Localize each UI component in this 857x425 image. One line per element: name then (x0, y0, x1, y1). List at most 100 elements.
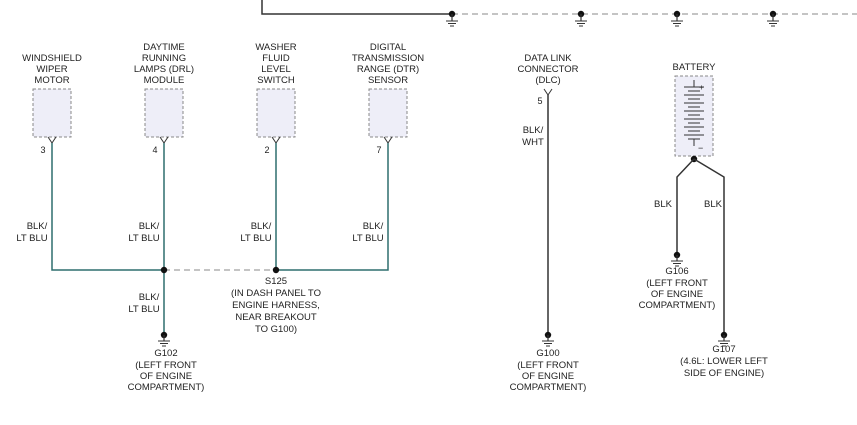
drl-label-3: LAMPS (DRL) (134, 64, 194, 75)
dlc-connector (543, 88, 553, 96)
windshield-wiper-motor: WINDSHIELD WIPER MOTOR 3 (22, 53, 82, 155)
wiper-wire-color-1: BLK/ (27, 221, 48, 232)
g102-label-2: (LEFT FRONT (135, 360, 197, 371)
drl-label-2: RUNNING (142, 53, 186, 64)
g107-label-3: SIDE OF ENGINE) (684, 368, 764, 379)
g106-label-3: OF ENGINE (651, 289, 703, 300)
s125-label-3: ENGINE HARNESS, (232, 300, 320, 311)
s125-label-1: S125 (265, 276, 287, 287)
washer-label-3: LEVEL (261, 64, 291, 75)
g106-label-1: G106 (665, 266, 688, 277)
dlc-label-3: (DLC) (535, 75, 560, 86)
top-solid-wire (261, 0, 452, 15)
g100-label-1: G100 (536, 348, 559, 359)
dtr-wire-color-1: BLK/ (363, 221, 384, 232)
washer-wire-color-1: BLK/ (251, 221, 272, 232)
dtr-label-2: TRANSMISSION (352, 53, 424, 64)
splice-dot-left (160, 266, 168, 274)
g106-ground-icon (671, 255, 683, 267)
top-splice-1 (446, 10, 458, 27)
battery-plus: + (699, 83, 704, 92)
drl-wire-color-1: BLK/ (139, 221, 160, 232)
g100-label-2: (LEFT FRONT (517, 360, 579, 371)
s125-label-2: (IN DASH PANEL TO (231, 288, 321, 299)
wire-wiper-to-bus (51, 143, 164, 271)
wiper-wire-color-2: LT BLU (16, 233, 47, 244)
g106-label-2: (LEFT FRONT (646, 278, 708, 289)
battery-cells-icon (684, 80, 704, 146)
s125-splice-label: S125 (IN DASH PANEL TO ENGINE HARNESS, N… (231, 276, 321, 335)
wiper-motor-label-1: WINDSHIELD (22, 53, 82, 64)
battery: BATTERY + − BLK BLK (654, 62, 725, 334)
drl-label-4: MODULE (144, 75, 185, 86)
top-splice-4 (767, 10, 779, 27)
washer-switch-box (256, 88, 296, 138)
dtr-label-4: SENSOR (368, 75, 408, 86)
washer-pin: 2 (264, 145, 269, 155)
drl-connector (159, 136, 169, 144)
washer-fluid-level-switch: WASHER FLUID LEVEL SWITCH 2 (255, 42, 296, 155)
wiper-motor-connector (47, 136, 57, 144)
washer-label-2: FLUID (262, 53, 290, 64)
top-splice-2 (575, 10, 587, 27)
g106-wire-color: BLK (654, 199, 673, 210)
wire-dtr-to-bus (276, 143, 389, 271)
g102-label-3: OF ENGINE (140, 371, 192, 382)
washer-connector (271, 136, 281, 144)
washer-label-1: WASHER (255, 42, 296, 53)
dtr-connector (383, 136, 393, 144)
washer-label-4: SWITCH (257, 75, 295, 86)
dlc-label-1: DATA LINK (524, 53, 572, 64)
wiper-motor-label-2: WIPER (36, 64, 67, 75)
g102-wire-color-1: BLK/ (139, 292, 160, 303)
g102-ground: G102 (LEFT FRONT OF ENGINE COMPARTMENT) (128, 331, 205, 393)
dlc-label-2: CONNECTOR (517, 64, 578, 75)
drl-label-1: DAYTIME (143, 42, 185, 53)
dlc-pin: 5 (537, 96, 542, 106)
wiper-motor-pin: 3 (40, 145, 45, 155)
dtr-wire-color-2: LT BLU (352, 233, 383, 244)
battery-label: BATTERY (673, 62, 717, 73)
g107-ground-icon (718, 335, 730, 347)
g100-ground-icon (542, 335, 554, 347)
top-wire-bus (261, 0, 857, 27)
g100-ground: G100 (LEFT FRONT OF ENGINE COMPARTMENT) (510, 331, 587, 393)
g107-wire-color: BLK (704, 199, 723, 210)
wire-color-labels: BLK/ LT BLU BLK/ LT BLU BLK/ LT BLU BLK/… (16, 221, 383, 315)
top-splice-3 (671, 10, 683, 27)
dlc-wire-color-2: WHT (522, 137, 544, 148)
g102-label-4: COMPARTMENT) (128, 382, 205, 393)
drl-pin: 4 (152, 145, 157, 155)
s125-ground-network (51, 143, 389, 334)
dtr-sensor: DIGITAL TRANSMISSION RANGE (DTR) SENSOR … (352, 42, 424, 155)
s125-label-4: NEAR BREAKOUT (235, 312, 316, 323)
g102-ground-icon (158, 335, 170, 347)
drl-module: DAYTIME RUNNING LAMPS (DRL) MODULE 4 (134, 42, 194, 155)
s125-splice-dot (272, 266, 280, 274)
battery-to-g106-wire (676, 158, 695, 254)
g107-label-1: G107 (712, 344, 735, 355)
washer-wire-color-2: LT BLU (240, 233, 271, 244)
battery-minus: − (698, 143, 703, 153)
battery-to-g107-wire (693, 158, 725, 334)
wiper-motor-label-3: MOTOR (34, 75, 69, 86)
g100-label-4: COMPARTMENT) (510, 382, 587, 393)
g102-label-1: G102 (154, 348, 177, 359)
wiper-motor-box (32, 88, 72, 138)
drl-module-box (144, 88, 184, 138)
s125-label-5: TO G100) (255, 324, 297, 335)
dtr-pin: 7 (376, 145, 381, 155)
g106-label-4: COMPARTMENT) (639, 300, 716, 311)
data-link-connector: DATA LINK CONNECTOR (DLC) 5 BLK/ WHT (517, 53, 579, 334)
dtr-label-3: RANGE (DTR) (357, 64, 419, 75)
g100-label-3: OF ENGINE (522, 371, 574, 382)
g107-ground: G107 (4.6L: LOWER LEFT SIDE OF ENGINE) (680, 331, 768, 379)
g107-label-2: (4.6L: LOWER LEFT (680, 356, 768, 367)
dlc-wire-color-1: BLK/ (523, 125, 544, 136)
g102-wire-color-2: LT BLU (128, 304, 159, 315)
dtr-sensor-box (368, 88, 408, 138)
g106-ground: G106 (LEFT FRONT OF ENGINE COMPARTMENT) (639, 251, 716, 311)
dtr-label-1: DIGITAL (370, 42, 406, 53)
drl-wire-color-2: LT BLU (128, 233, 159, 244)
